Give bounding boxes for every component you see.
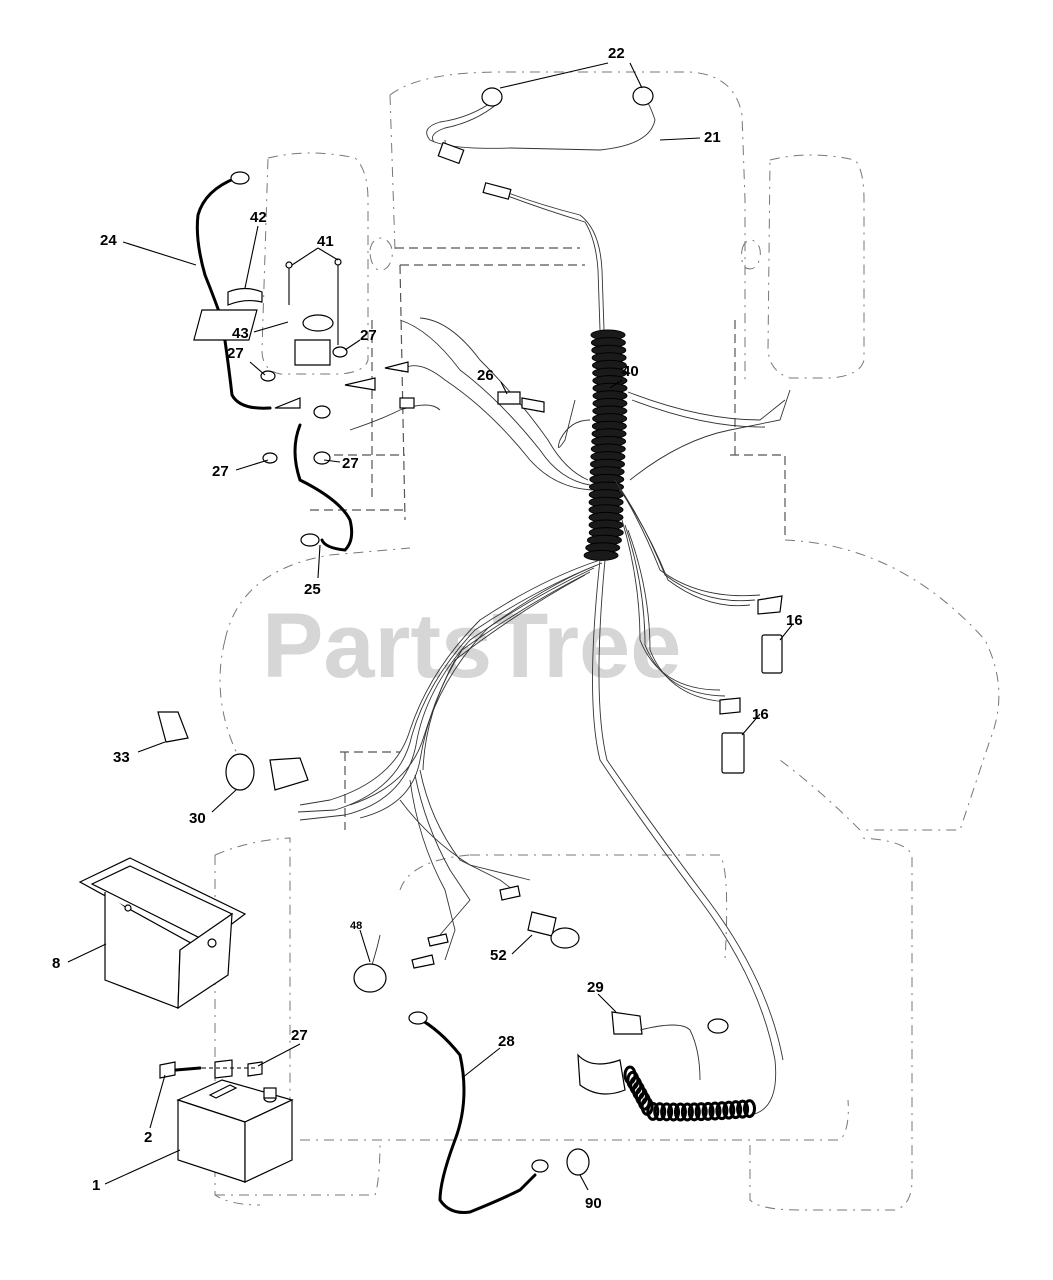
coil-loop	[729, 1100, 743, 1120]
callout-22: 22	[608, 45, 625, 62]
coil-loop	[653, 1102, 667, 1122]
callout-33: 33	[113, 749, 130, 766]
cable-25	[293, 423, 354, 552]
callout-27-battery: 27	[291, 1027, 308, 1044]
coil-loop	[680, 1102, 694, 1122]
coil-loop	[736, 1099, 750, 1119]
callout-27-right: 27	[360, 327, 377, 344]
callout-90: 90	[585, 1195, 602, 1212]
callout-21: 21	[704, 129, 721, 146]
callout-labels: 22 21 24 42 41 43 27 27 27 27 26 40 25 1…	[52, 45, 803, 1212]
callout-8: 8	[52, 955, 60, 972]
battery	[159, 1059, 294, 1183]
callout-2: 2	[144, 1129, 152, 1146]
coil-loop	[673, 1102, 687, 1122]
coiled-cable	[623, 1065, 756, 1122]
misc-parts	[157, 391, 783, 1176]
coil-loop	[701, 1101, 715, 1121]
callout-27-left: 27	[227, 345, 244, 362]
callout-29: 29	[587, 979, 604, 996]
coil-loop	[708, 1101, 722, 1121]
callout-40: 40	[622, 363, 639, 380]
coil-loop	[694, 1102, 708, 1122]
callout-48: 48	[350, 920, 362, 932]
battery-cables	[195, 176, 537, 1214]
coil-loop	[722, 1100, 736, 1120]
callout-27-lower-right: 27	[342, 455, 359, 472]
tractor-outline	[214, 71, 1000, 1211]
callout-30: 30	[189, 810, 206, 827]
cable-24	[195, 176, 272, 410]
callout-24: 24	[100, 232, 117, 249]
callout-43: 43	[232, 325, 249, 342]
callout-28: 28	[498, 1033, 515, 1050]
callout-16-upper: 16	[786, 612, 803, 629]
headlight-harness	[426, 86, 656, 331]
coil-loop	[687, 1102, 701, 1122]
callout-41: 41	[317, 233, 334, 250]
coil-loop	[715, 1101, 729, 1121]
corrugated-loom	[583, 329, 628, 561]
battery-tray	[78, 857, 247, 1010]
callout-52: 52	[490, 947, 507, 964]
callout-16-lower: 16	[752, 706, 769, 723]
coil-loop	[646, 1101, 660, 1121]
cable-28	[416, 1016, 537, 1214]
coil-loop	[660, 1102, 674, 1122]
coil-loop	[743, 1099, 756, 1119]
callout-27-lower-left: 27	[212, 463, 229, 480]
coil-loop	[667, 1102, 681, 1122]
callout-42: 42	[250, 209, 267, 226]
callout-26: 26	[477, 367, 494, 384]
solenoid-assembly	[193, 171, 415, 547]
callout-25: 25	[304, 581, 321, 598]
callout-1: 1	[92, 1177, 100, 1194]
loom-ring	[583, 549, 619, 561]
main-harness-bundle	[297, 317, 791, 1116]
leader-lines	[67, 62, 793, 1191]
